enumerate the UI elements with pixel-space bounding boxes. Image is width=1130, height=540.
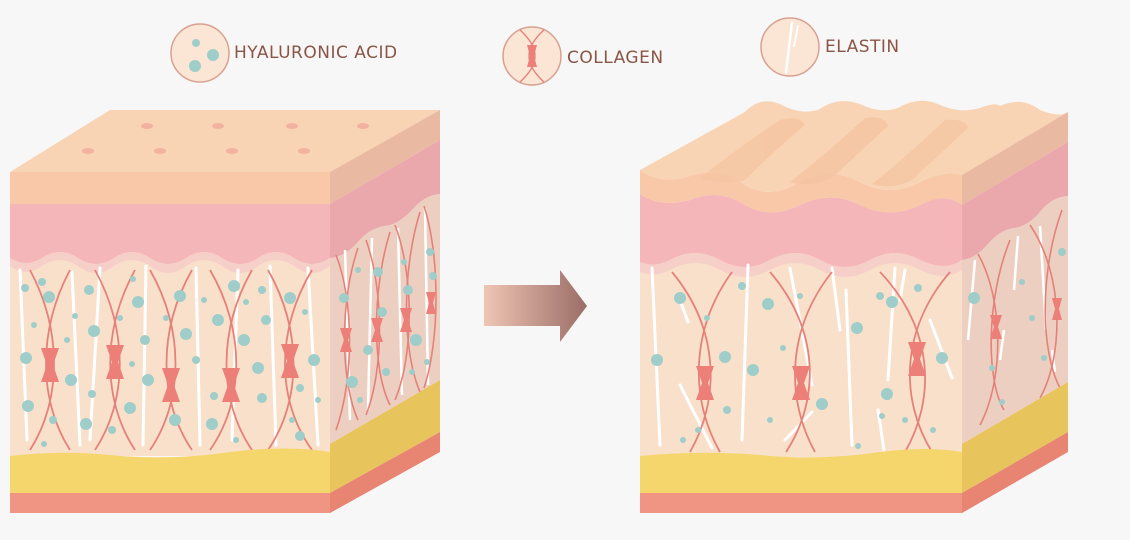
aged-side-epidermis <box>962 112 1068 205</box>
young-side-epidermis <box>330 110 440 204</box>
aged-fat-layer-front <box>640 449 962 493</box>
aged-elastin-fibers <box>650 263 954 452</box>
young-side-hyaluronic <box>339 248 437 403</box>
aged-collagen-knots <box>696 342 926 400</box>
arrow-right-icon <box>484 270 587 342</box>
young-side-pink-layer <box>330 140 440 258</box>
young-epidermis-front <box>10 172 330 204</box>
young-side-collagen-knots <box>340 292 436 352</box>
young-fat-layer-front <box>10 448 330 493</box>
collagen-label: COLLAGEN <box>567 48 664 68</box>
young-skin-cube <box>10 110 440 513</box>
skin-pores <box>82 123 369 154</box>
young-pink-layer-front <box>10 204 330 264</box>
young-side-fat <box>330 380 440 493</box>
aged-bottom-layer-front <box>640 493 962 513</box>
aged-skin-cube <box>640 100 1068 513</box>
young-skin-top-face <box>10 110 440 172</box>
hyaluronic-acid-label: HYALURONIC ACID <box>234 43 398 63</box>
aged-side-fat <box>962 382 1068 493</box>
young-collagen-knots <box>41 344 299 402</box>
aged-pink-layer-front <box>640 194 962 267</box>
aged-side-collagen-knots <box>990 298 1062 339</box>
collagen-icon <box>502 26 562 86</box>
young-hyaluronic-acid <box>20 276 321 447</box>
aged-side-hyaluronic <box>968 248 1066 405</box>
elastin-icon <box>760 17 820 77</box>
young-collagen-fibers <box>29 269 313 451</box>
aged-hyaluronic-acid <box>651 282 948 449</box>
elastin-label: ELASTIN <box>825 37 900 57</box>
young-bottom-layer-front <box>10 493 330 513</box>
aged-side-pink-layer <box>962 142 1068 260</box>
aged-wrinkle-ridges <box>700 117 968 187</box>
aged-side-bottom <box>962 432 1068 513</box>
young-side-bottom <box>330 432 440 513</box>
hyaluronic-acid-icon <box>170 23 230 83</box>
